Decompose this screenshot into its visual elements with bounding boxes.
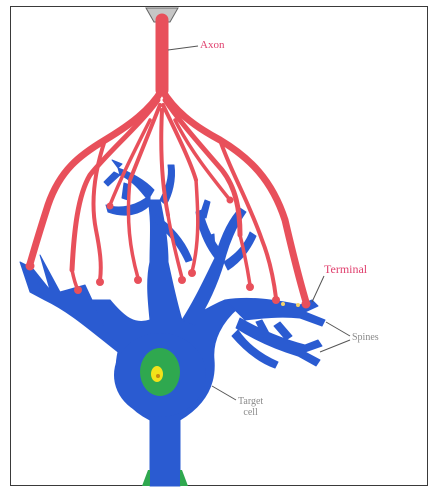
nucleolus bbox=[151, 366, 163, 382]
spines-label: Spines bbox=[352, 332, 379, 343]
axon-label: Axon bbox=[200, 39, 224, 51]
target-cell-label-line1: Target bbox=[238, 396, 263, 407]
target-cell-label-line2: cell bbox=[238, 407, 263, 418]
terminal-label: Terminal bbox=[324, 262, 367, 277]
target-cell-label: Target cell bbox=[238, 396, 263, 418]
